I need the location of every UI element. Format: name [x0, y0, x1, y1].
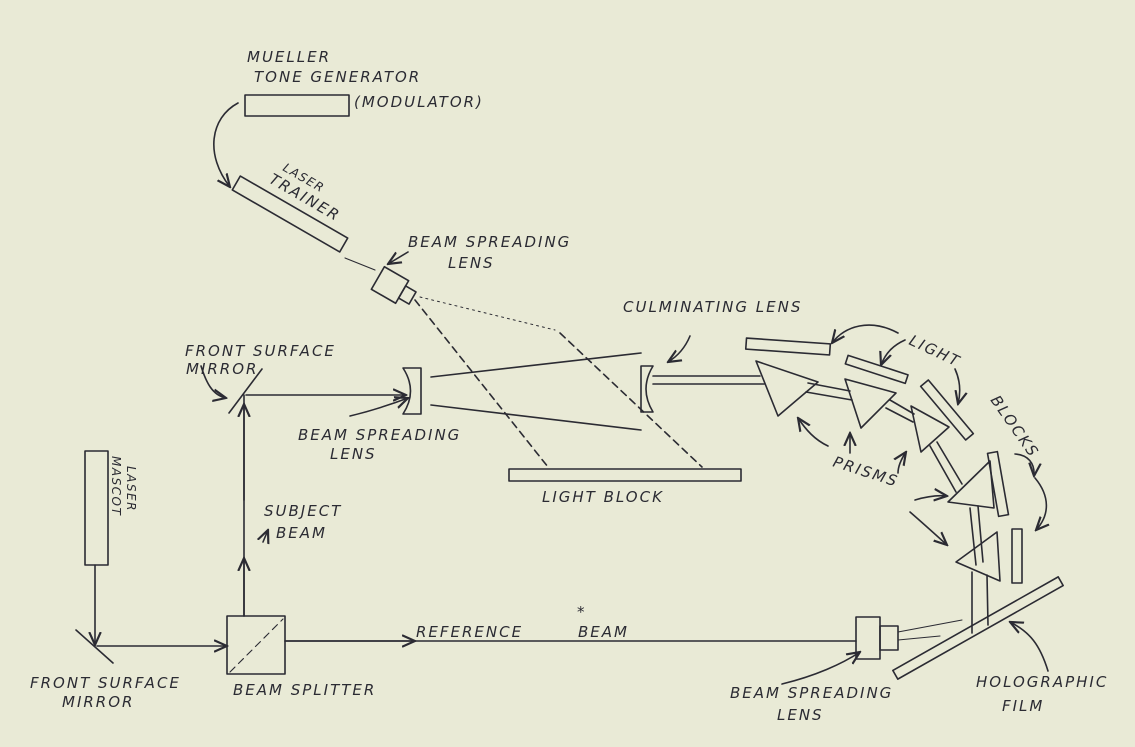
modulator-label: (MODULATOR) [354, 93, 484, 111]
beam-spreading-lens-top-label-1: BEAM SPREADING [408, 233, 571, 251]
prisms-label: PRISMS [831, 453, 901, 491]
mascot-laser-label-2: LASER [124, 466, 138, 512]
beam-splitter-cube [226, 615, 286, 675]
beam-paths [95, 257, 989, 646]
front-surface-mirror-bottom-label-2: MIRROR [62, 693, 134, 711]
light-block-small-2 [844, 354, 909, 385]
beam-spreading-lens-mid-label-1: BEAM SPREADING [298, 426, 461, 444]
beam-spreading-lens-bottom [855, 616, 899, 660]
beam-spreading-lens-top-label-2: LENS [448, 254, 495, 272]
beam-spreading-lens-mid [402, 367, 422, 415]
beam-splitter-label: BEAM SPLITTER [233, 681, 376, 699]
front-surface-mirror-bottom-label-1: FRONT SURFACE [30, 674, 181, 692]
reference-beam-star: * [577, 603, 587, 621]
prism-3 [910, 405, 950, 453]
light-block-small-5 [1011, 528, 1023, 584]
light-block-element [508, 468, 742, 482]
beam-spreading-lens-bottom-label-2: LENS [777, 706, 824, 724]
beam-spreading-lens-bottom-label-1: BEAM SPREADING [730, 684, 893, 702]
annotation-arrows [200, 102, 1048, 685]
front-surface-mirror-top-label-1: FRONT SURFACE [185, 342, 336, 360]
front-surface-mirror-top [228, 368, 263, 414]
light-label: LIGHT [906, 331, 963, 370]
culminating-lens-label: CULMINATING LENS [623, 298, 802, 316]
prism-5 [955, 531, 1001, 582]
reference-beam-label-2: BEAM [578, 623, 629, 641]
mascot-laser [84, 450, 109, 566]
mueller-label: MUELLER [247, 48, 331, 66]
front-surface-mirror-top-label-2: MIRROR [186, 360, 258, 378]
reference-beam-label-1: REFERENCE [416, 623, 523, 641]
subject-beam-label-1: SUBJECT [264, 502, 342, 520]
light-block-small-3 [919, 379, 975, 441]
mascot-laser-label-1: MASCOT [109, 456, 123, 517]
prism-1 [755, 360, 819, 417]
prism-2 [844, 378, 897, 429]
subject-beam-label-2: BEAM [276, 524, 327, 542]
holographic-film-label-2: FILM [1002, 697, 1044, 715]
light-block-small-1 [744, 337, 832, 356]
prism-4 [947, 460, 995, 509]
laser-trainer [231, 175, 349, 253]
beam-spreading-lens-top [370, 265, 417, 305]
tone-generator-label: TONE GENERATOR [254, 68, 421, 86]
front-surface-mirror-bottom [75, 629, 114, 664]
tone-generator-box [244, 94, 350, 117]
culminating-lens-element [640, 365, 654, 413]
holographic-film-label-1: HOLOGRAPHIC [976, 673, 1108, 691]
light-block-small-4 [986, 450, 1010, 518]
holographic-film-plate [892, 576, 1064, 680]
blocks-label: BLOCKS [987, 392, 1043, 461]
light-block-label: LIGHT BLOCK [542, 488, 664, 506]
beam-spreading-lens-mid-label-2: LENS [330, 445, 377, 463]
